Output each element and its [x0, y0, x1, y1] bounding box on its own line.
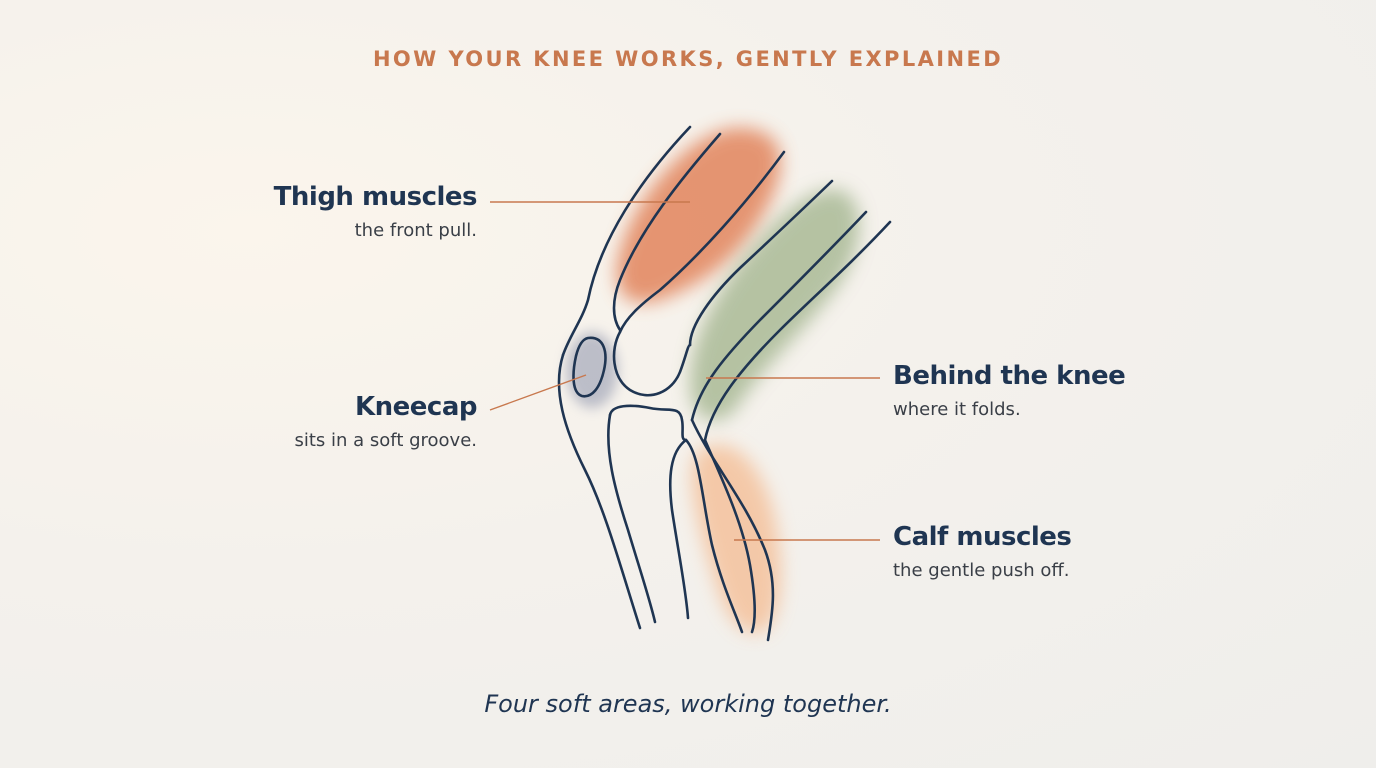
tibia-back-outline [668, 438, 690, 620]
page-title: HOW YOUR KNEE WORKS, GENTLY EXPLAINED [372, 47, 1004, 71]
back-thigh-outer-outline [703, 220, 892, 442]
kneecap-heading: Kneecap [355, 392, 477, 422]
thigh-muscles-label: Thigh muscles the front pull. [273, 182, 478, 241]
behind-knee-heading: Behind the knee [893, 361, 1126, 391]
calf-inner-outline [703, 438, 757, 634]
kneecap-description: sits in a soft groove. [294, 430, 477, 451]
behind-knee-label: Behind the knee where it folds. [893, 361, 1126, 420]
thigh-muscle-wash [616, 127, 781, 303]
calf-muscles-heading: Calf muscles [893, 522, 1072, 552]
calf-muscles-label: Calf muscles the gentle push off. [893, 522, 1072, 581]
kneecap-label: Kneecap sits in a soft groove. [294, 392, 477, 451]
behind-knee-description: where it folds. [893, 399, 1021, 420]
thigh-muscles-description: the front pull. [354, 220, 477, 241]
femur-condyle-outline [612, 330, 692, 397]
thigh-front-outline [561, 125, 692, 357]
thigh-muscles-heading: Thigh muscles [273, 182, 478, 212]
kneecap-outline [572, 336, 607, 398]
calf-muscles-description: the gentle push off. [893, 560, 1070, 581]
femur-front-outline [618, 150, 786, 334]
diagram-caption: Four soft areas, working together. [484, 690, 892, 718]
shin-front-outline [557, 353, 642, 630]
fibula-outline [684, 438, 744, 634]
thigh-inner-outline [612, 132, 722, 332]
tibia-top-outline [608, 404, 688, 442]
calf-muscle-wash [691, 444, 781, 633]
tibia-front-outline [607, 413, 657, 624]
back-thigh-outline [690, 210, 868, 422]
femur-back-outline [688, 179, 834, 347]
kneecap-leader-line [489, 374, 587, 411]
calf-outer-outline [690, 418, 775, 642]
